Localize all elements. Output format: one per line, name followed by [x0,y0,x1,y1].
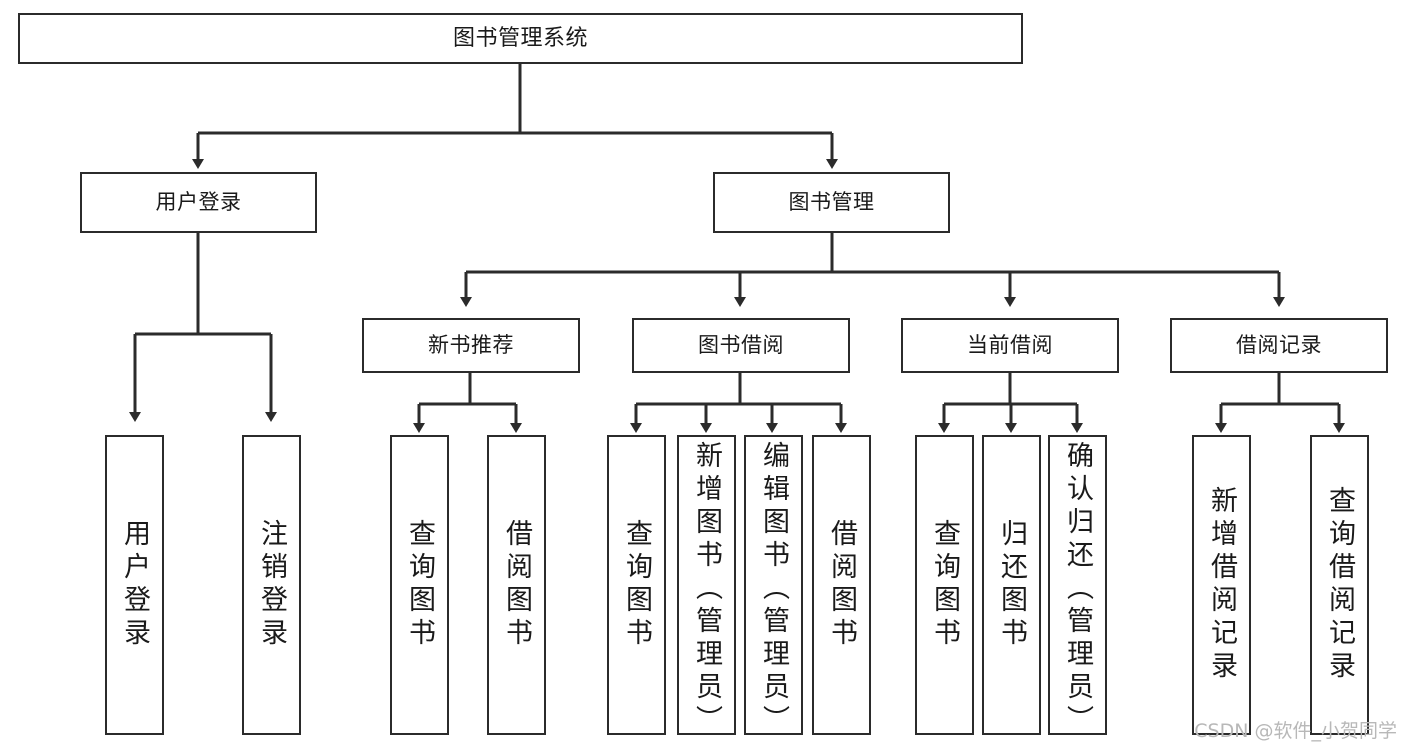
node-current-borrow[interactable]: 当前借阅 [901,318,1119,373]
leaf-query-book-3-label: 查询图书 [929,519,960,651]
node-root-label: 图书管理系统 [452,25,588,51]
node-new-book-recommend-label: 新书推荐 [428,333,514,358]
leaf-add-borrow-record[interactable]: 新增借阅记录 [1192,435,1251,735]
node-borrow-record-label: 借阅记录 [1236,333,1322,358]
leaf-add-book-label: 新增图书（管理员） [691,441,722,738]
leaf-borrow-book-1[interactable]: 借阅图书 [487,435,546,735]
leaf-query-book-2-label: 查询图书 [621,519,652,651]
leaf-add-book[interactable]: 新增图书（管理员） [677,435,736,738]
node-current-borrow-label: 当前借阅 [967,333,1053,358]
leaf-confirm-return-label: 确认归还（管理员） [1062,441,1093,738]
node-book-borrow-label: 图书借阅 [698,333,784,358]
leaf-return-book[interactable]: 归还图书 [982,435,1041,735]
leaf-add-borrow-record-label: 新增借阅记录 [1206,486,1237,684]
leaf-query-book-1[interactable]: 查询图书 [390,435,449,735]
leaf-user-login[interactable]: 用户登录 [105,435,164,735]
leaf-borrow-book-1-label: 借阅图书 [501,519,532,651]
leaf-query-borrow-record-label: 查询借阅记录 [1324,486,1355,684]
leaf-query-borrow-record[interactable]: 查询借阅记录 [1310,435,1369,735]
leaf-user-login-label: 用户登录 [119,519,150,651]
leaf-borrow-book-2[interactable]: 借阅图书 [812,435,871,735]
node-user-login-label: 用户登录 [155,190,242,215]
leaf-edit-book[interactable]: 编辑图书（管理员） [744,435,803,738]
node-user-login[interactable]: 用户登录 [80,172,317,233]
node-book-borrow[interactable]: 图书借阅 [632,318,850,373]
leaf-query-book-1-label: 查询图书 [404,519,435,651]
leaf-edit-book-label: 编辑图书（管理员） [758,441,789,738]
watermark: CSDN @软件_小贺同学 [1194,720,1397,742]
leaf-confirm-return[interactable]: 确认归还（管理员） [1048,435,1107,738]
leaf-user-logout-label: 注销登录 [256,519,287,651]
leaf-return-book-label: 归还图书 [996,519,1027,651]
node-book-management[interactable]: 图书管理 [713,172,950,233]
leaf-borrow-book-2-label: 借阅图书 [826,519,857,651]
leaf-query-book-3[interactable]: 查询图书 [915,435,974,735]
leaf-query-book-2[interactable]: 查询图书 [607,435,666,735]
node-new-book-recommend[interactable]: 新书推荐 [362,318,580,373]
node-book-management-label: 图书管理 [788,190,875,215]
node-root[interactable]: 图书管理系统 [18,13,1023,64]
node-borrow-record[interactable]: 借阅记录 [1170,318,1388,373]
leaf-user-logout[interactable]: 注销登录 [242,435,301,735]
